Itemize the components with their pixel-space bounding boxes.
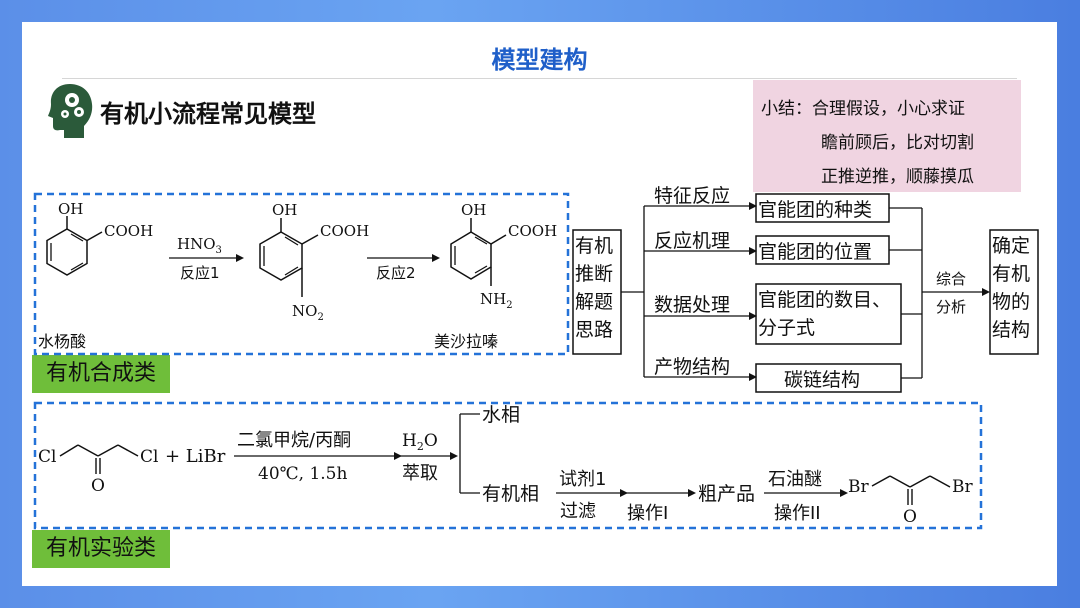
branch4-left: 产物结构	[654, 356, 730, 378]
exp-step3-arrowhead	[620, 489, 628, 497]
result-line-1: 确定	[992, 235, 1030, 257]
experiment-dashed-box	[33, 401, 983, 530]
br-left: Br	[848, 477, 869, 497]
branch2-arrowhead	[749, 247, 757, 255]
merge-label-1: 综合	[936, 270, 966, 288]
product-ketone-o: O	[903, 507, 917, 527]
merge-label-2: 分析	[936, 298, 966, 316]
cl-left: Cl	[38, 447, 56, 467]
reaction1-arrowhead	[236, 254, 244, 262]
center-line-1: 有机	[575, 235, 613, 257]
result-line-2: 有机	[992, 263, 1030, 285]
tag-synthesis: 有机合成类	[32, 355, 171, 393]
branch1-right: 官能团的种类	[758, 199, 872, 221]
mesalazine-label: 美沙拉嗪	[434, 332, 498, 351]
exp-step1-top: 二氯甲烷/丙酮	[237, 430, 351, 451]
head-gears-icon	[48, 84, 93, 138]
op1-label: 操作I	[627, 503, 668, 524]
salicylic-label: 水杨酸	[38, 332, 86, 351]
ketone-o: O	[91, 476, 105, 496]
tag-experiment: 有机实验类	[32, 530, 171, 568]
exp-step5-arrowhead	[840, 489, 848, 497]
summary-line-2: 瞻前顾后，比对切割	[821, 133, 974, 153]
water-formula: H2O	[402, 431, 438, 453]
salicylic-acid-structure	[46, 216, 103, 276]
salicylic-oh: OH	[58, 200, 83, 218]
branch2-right: 官能团的位置	[758, 241, 872, 263]
reaction2-label: 反应2	[376, 264, 416, 282]
mesalazine-cooh: COOH	[508, 222, 557, 240]
synthesis-dashed-box	[33, 192, 570, 356]
page-title: 模型建构	[491, 46, 588, 74]
nitro-group: NO2	[292, 302, 324, 323]
branch1-left: 特征反应	[654, 185, 730, 207]
exp-step1-bottom: 40℃, 1.5h	[258, 464, 347, 484]
section-heading: 有机小流程常见模型	[100, 100, 316, 128]
organic-phase: 有机相	[482, 483, 539, 505]
cl-right: Cl	[140, 447, 158, 467]
branch3-right-2: 分子式	[758, 317, 815, 339]
petroleum-label: 石油醚	[768, 469, 822, 490]
branch2-left: 反应机理	[654, 230, 730, 252]
nitrosalicylic-structure	[259, 218, 319, 297]
result-line-3: 物的	[992, 291, 1030, 313]
plus-libr: + LiBr	[165, 446, 226, 467]
summary-line-3: 正推逆推，顺藤摸瓜	[821, 167, 974, 187]
branch1-arrowhead	[749, 202, 757, 210]
nitro-oh: OH	[272, 201, 297, 219]
title-divider	[62, 78, 1017, 79]
reagent1-label: 试剂1	[559, 469, 606, 490]
mesalazine-oh: OH	[461, 201, 486, 219]
filter-label: 过滤	[560, 501, 596, 522]
merge-arrowhead	[982, 288, 990, 296]
reaction2-arrowhead	[432, 254, 440, 262]
summary-box: 小结：合理假设，小心求证 瞻前顾后，比对切割 正推逆推，顺藤摸瓜	[753, 80, 1021, 192]
result-line-4: 结构	[992, 319, 1030, 341]
mesalazine-structure	[450, 218, 507, 286]
branch3-arrowhead	[749, 312, 757, 320]
op2-label: 操作II	[774, 503, 821, 524]
reaction1-label: 反应1	[180, 264, 220, 282]
result-box	[989, 229, 1039, 355]
slide-card: 模型建构 有机小流程常见模型 小结：合理假设，小心求证 瞻前顾后，比对切割 正推…	[22, 22, 1057, 586]
dichloroacetone-structure	[59, 444, 139, 474]
br-right: Br	[952, 477, 973, 497]
exp-step4-arrowhead	[688, 489, 696, 497]
amino-group: NH2	[480, 290, 513, 311]
exp-step1-arrowhead	[394, 452, 402, 460]
branch3-left: 数据处理	[654, 294, 730, 316]
crude-product: 粗产品	[698, 483, 755, 505]
reaction1-reagent: HNO3	[177, 235, 222, 256]
aqueous-phase: 水相	[482, 404, 520, 426]
branch3-right-1: 官能团的数目、	[758, 289, 891, 311]
center-line-2: 推断	[575, 263, 613, 285]
dibromoacetone-structure	[871, 475, 951, 505]
salicylic-cooh: COOH	[104, 222, 153, 240]
branch4-arrowhead	[749, 373, 757, 381]
summary-line-1: 小结：合理假设，小心求证	[761, 99, 965, 119]
extract-label: 萃取	[402, 463, 438, 484]
diagram-canvas: OH COOH 水杨酸 HNO3 反应1 OH COOH NO2 反应2	[33, 185, 1039, 530]
nitro-cooh: COOH	[320, 222, 369, 240]
center-line-4: 思路	[575, 319, 613, 341]
branch4-right: 碳链结构	[784, 369, 860, 391]
exp-step2-arrowhead	[450, 452, 458, 460]
center-line-3: 解题	[575, 291, 613, 313]
